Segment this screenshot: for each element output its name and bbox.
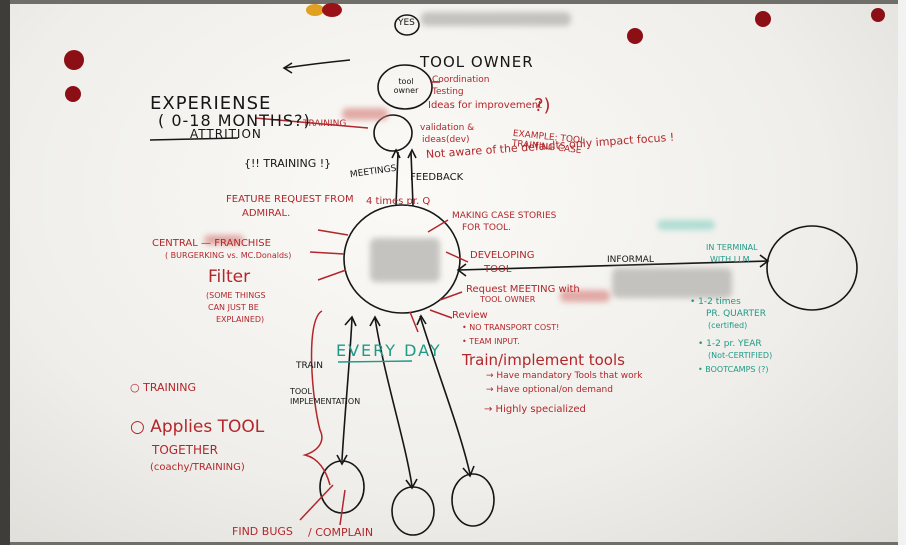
review-item1: • NO TRANSPORT COST! [462, 323, 560, 332]
redacted-text [204, 235, 244, 245]
magnet-dot [627, 28, 643, 44]
board-right-frame [898, 0, 906, 545]
bottom-circle-3 [451, 473, 495, 527]
redacted-text [370, 238, 440, 282]
tool-impl-line1: TOOL [290, 387, 312, 396]
magnet-dot [306, 4, 324, 16]
magnet-dot [65, 86, 81, 102]
feature-request-line2: ADMIRAL. [242, 208, 291, 219]
quarter-item6: • BOOTCAMPS (?) [698, 365, 769, 374]
validation-line2: ideas(dev) [422, 135, 470, 145]
tool-owner-title: TOOL OWNER [420, 53, 534, 71]
magnet-dot [64, 50, 84, 70]
whiteboard-surface [8, 4, 898, 542]
every-day-label: EVERY DAY [336, 341, 442, 360]
left-list-training: ○ TRAINING [130, 381, 197, 394]
owner-role-ideas: Ideas for improvement [428, 100, 542, 111]
tool-owner-circle [377, 64, 433, 110]
informal-circle [766, 225, 858, 311]
request-meeting-line2: TOOL OWNER [480, 295, 536, 304]
central-line2: ( BURGERKING vs. MC.Donalds) [165, 251, 292, 260]
feedback-label: FEEDBACK [410, 172, 464, 183]
request-meeting-line1: Request MEETING with [466, 284, 580, 295]
yes-circle [394, 14, 420, 36]
redacted-text [342, 108, 388, 120]
left-list-coachy: (coachy/TRAINING) [150, 462, 245, 473]
validation-line1: validation & [420, 123, 475, 133]
complain-label: / COMPLAIN [308, 526, 374, 539]
filter-line3: EXPLAINED) [216, 315, 265, 324]
magnet-dot [871, 8, 885, 22]
left-list-applies: ○ Applies TOOL [130, 417, 265, 437]
in-terminal-line1: IN TERMINAL [706, 243, 758, 252]
experience-line3: ATTRITION [190, 127, 262, 141]
owner-role-mark: ?) [534, 95, 551, 116]
train-implement-title: Train/implement tools [462, 351, 625, 369]
bottom-circle-1 [319, 460, 365, 514]
magnet-dot [755, 11, 771, 27]
making-case-line1: MAKING CASE STORIES [452, 211, 557, 221]
in-terminal-line2: WITH LLM [710, 255, 750, 264]
quarter-item5: (Not-CERTIFIED) [708, 351, 773, 360]
owner-role-coordination: Coordination [432, 75, 490, 85]
owner-circle-label: tool owner [393, 77, 419, 95]
filter-line2: CAN JUST BE [208, 303, 259, 312]
quarter-item2: PR. QUARTER [706, 309, 766, 319]
training-note: {!! TRAINING !} [244, 157, 332, 170]
train-label: TRAIN [296, 361, 323, 371]
redacted-text [612, 268, 732, 298]
quarter-item1: • 1-2 times [690, 297, 741, 307]
developing-line1: DEVELOPING [470, 250, 535, 261]
experience-line2: ( 0-18 MONTHS?) [158, 111, 311, 130]
feature-request-line3: 4 times pr. Q [366, 196, 431, 207]
filter-line1: (SOME THINGS [206, 291, 266, 300]
training-side-label: TRAINING [303, 119, 347, 129]
quarter-item3: (certified) [708, 321, 748, 330]
redacted-text [560, 290, 610, 302]
review-title: Review [452, 310, 488, 321]
review-item2: • TEAM INPUT. [462, 337, 520, 346]
yes-label: YES [398, 18, 415, 28]
feature-request-line1: FEATURE REQUEST FROM [226, 194, 354, 205]
informal-label: INFORMAL [607, 255, 654, 265]
find-bugs-label: FIND BUGS [232, 525, 293, 538]
filter-title: Filter [208, 267, 251, 287]
board-left-frame [0, 0, 10, 545]
redacted-text [657, 220, 715, 230]
bottom-circle-2 [391, 486, 435, 536]
magnet-dot [322, 3, 342, 17]
team-circle [373, 114, 413, 152]
train-implement-item1: → Have mandatory Tools that work [486, 371, 643, 381]
making-case-line2: FOR TOOL. [462, 223, 511, 233]
tool-impl-line2: IMPLEMENTATION [290, 397, 361, 406]
developing-line2: TOOL [484, 264, 512, 275]
experience-line1: EXPERIENSE [150, 93, 272, 114]
train-implement-item2: → Have optional/on demand [486, 385, 613, 395]
quarter-item4: • 1-2 pr. YEAR [698, 339, 762, 349]
train-implement-item3: → Highly specialized [484, 404, 586, 415]
central-line1: CENTRAL — FRANCHISE [152, 238, 271, 249]
redacted-text [421, 12, 571, 26]
owner-role-testing: Testing [432, 87, 464, 97]
left-list-together: TOGETHER [152, 443, 218, 457]
